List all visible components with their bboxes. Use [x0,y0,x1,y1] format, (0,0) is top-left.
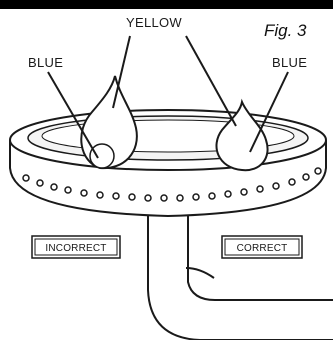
burner-ports [22,167,322,202]
leader-lines [47,35,289,159]
correct-flame [215,98,269,172]
correct-label-box: CORRECT [221,235,303,259]
yellow-label: YELLOW [126,15,182,30]
blue-label-left: BLUE [28,55,63,70]
incorrect-label-box: INCORRECT [31,235,121,259]
incorrect-label: INCORRECT [45,243,106,254]
gas-pipe [147,212,333,340]
blue-label-right: BLUE [272,55,307,70]
correct-label: CORRECT [237,243,288,254]
burner-ring [9,109,327,218]
figure-label: Fig. 3 [264,21,307,40]
incorrect-flame [80,75,138,170]
top-border-bar [0,0,333,9]
